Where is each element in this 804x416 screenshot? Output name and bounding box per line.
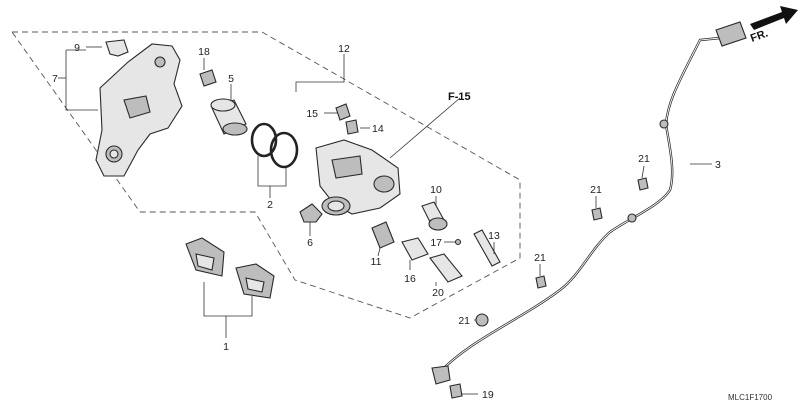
callout-6: 6 [307, 237, 313, 249]
assembly-outline [11, 31, 521, 319]
callout-21-grommet: 21 [458, 315, 470, 327]
section-ref: F-15 [448, 91, 471, 103]
piston-seals [250, 122, 299, 169]
callout-5: 5 [228, 73, 234, 85]
callout-3: 3 [715, 159, 721, 171]
hose-mount-bolt [449, 383, 463, 399]
slide-pin [421, 201, 448, 231]
hose-clamp-bolt-lower [535, 275, 547, 289]
callout-20: 20 [432, 287, 444, 299]
callout-13: 13 [488, 230, 500, 242]
pad-hanger-pin [473, 229, 501, 267]
hose-clamp-bolt-upper [637, 177, 649, 191]
callout-21-mid: 21 [590, 184, 602, 196]
callout-12: 12 [338, 43, 350, 55]
callout-15: 15 [306, 108, 318, 120]
hose-clamp-grommet [475, 313, 489, 327]
washer [454, 238, 462, 246]
bleeder-valve [335, 103, 351, 121]
bleeder-screw [345, 119, 359, 135]
drawing-code: MLC1F1700 [728, 393, 773, 402]
callout-21-lower: 21 [534, 252, 546, 264]
callout-18: 18 [198, 46, 210, 58]
brake-pads [185, 237, 275, 299]
direction-label: FR. [749, 27, 770, 44]
caliper-bracket [95, 43, 183, 177]
callout-17: 17 [430, 237, 442, 249]
front-direction-arrow: FR. [749, 6, 798, 45]
callout-14: 14 [372, 123, 384, 135]
leader-lines [58, 46, 712, 395]
callout-2: 2 [267, 199, 273, 211]
bracket-clip [105, 39, 129, 57]
pin-boot [371, 221, 395, 249]
brake-hose [431, 21, 747, 385]
callout-9: 9 [74, 42, 80, 54]
callout-11: 11 [371, 256, 382, 268]
pad-spring [299, 203, 323, 223]
callout-16: 16 [404, 273, 416, 285]
caliper-bolt [429, 253, 463, 283]
pin-sleeve [401, 237, 429, 261]
hose-clamp-bolt-mid [591, 207, 603, 221]
bleeder-cap [199, 69, 217, 87]
callout-7: 7 [52, 73, 58, 85]
caliper-body [315, 139, 401, 216]
callout-19: 19 [482, 389, 494, 401]
callout-21-upper: 21 [638, 153, 650, 165]
caliper-piston [210, 98, 248, 136]
callout-10: 10 [430, 184, 442, 196]
callout-1: 1 [223, 341, 229, 353]
